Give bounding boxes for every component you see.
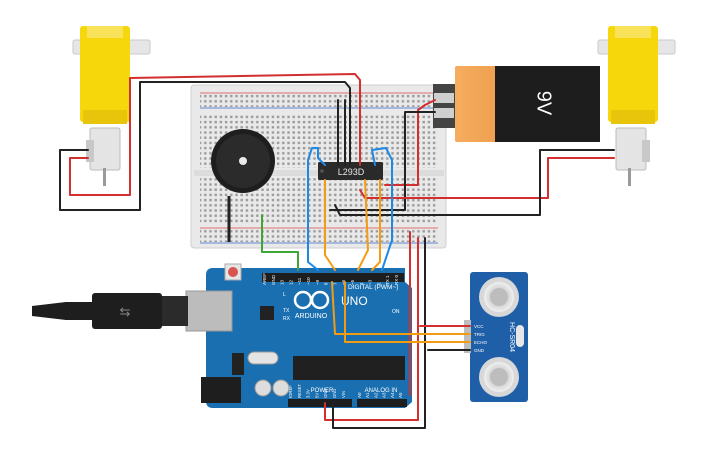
l293d-chip: L293D [318,162,383,180]
wire-left-motor-red [69,73,361,196]
analog-pin-label-4: A4 [390,392,395,398]
usb-symbol-icon: ⇆ [120,304,131,319]
wire-rail-red [324,237,419,421]
right-motor [597,26,676,186]
sensor-model: HC-SR04 [508,322,515,352]
digital-pin-label-0: AREF [262,273,267,285]
arduino-logo [293,290,330,310]
wire-left-motor-black [59,81,351,211]
analog-pin-label-3: A3 [382,392,387,398]
wires [59,73,615,429]
power-pin-label-3: 5V [314,393,319,398]
digital-pin-label-3: 12 [288,279,293,285]
digital-pin-label-9: ~6 [341,279,346,285]
led-on-label: ON [392,309,400,315]
wire-orange-c [371,179,381,271]
wire-orange-a [324,179,336,271]
arduino-model: UNO [341,294,368,308]
power-pin-label-0: IOREF [288,385,293,398]
wire-blue-right [371,147,393,271]
wire-sensor-trig [331,281,471,335]
battery-9v: 9V [433,66,600,142]
analog-header-label: ANALOG IN [365,388,398,394]
wire-battery-red [384,99,436,186]
sensor-pin-label-3: GND [474,348,485,353]
digital-pin-label-15: RX 0 [394,274,399,285]
sensor-pin-label-1: TRIG [474,332,485,337]
digital-pin-label-5: ~10 [306,277,311,285]
power-pin-label-1: RESET [297,384,302,398]
arduino-uno: ⇆ ARDUINO UNO DIGITAL (PWM~) POWER ANALO… [32,263,412,408]
digital-pin-label-2: 13 [280,279,285,285]
digital-pin-label-12: ~3 [368,279,373,285]
buzzer [211,129,275,242]
power-pin-label-4: GND [323,389,328,398]
power-header-label: POWER [311,388,334,394]
digital-pin-label-11: 4 [359,282,364,285]
ic-label: L293D [338,167,365,177]
sensor-pin-label-2: ECHO [474,340,488,345]
ultrasonic-sensor: HC-SR04 VCC TRIG ECHO GND [464,272,528,402]
digital-pin-label-14: TX 1 [385,275,390,285]
led-l-label: L [283,292,286,298]
analog-pin-label-5: A5 [398,392,403,398]
led-tx-label: TX [283,308,290,314]
power-pin-label-5: GND [332,389,337,398]
wire-sensor-echo [344,281,471,343]
analog-pin-label-1: A1 [365,392,370,398]
digital-pin-label-7: 8 [324,282,329,285]
power-pin-label-6: VIN [341,391,346,398]
left-motor [72,26,151,186]
led-rx-label: RX [283,316,291,322]
battery-label: 9V [533,91,555,116]
wire-battery-black [329,111,436,211]
sensor-pin-label-0: VCC [474,324,484,329]
digital-pin-label-10: ~5 [350,279,355,285]
wire-blue-left [307,147,326,271]
wire-orange-b [357,179,369,271]
analog-pin-label-0: A0 [357,392,362,398]
sensor-pin-labels: VCC TRIG ECHO GND [474,324,488,353]
digital-pin-label-13: 2 [376,282,381,285]
digital-header-label: DIGITAL (PWM~) [348,284,398,291]
arduino-brand: ARDUINO [295,313,328,320]
analog-pin-label-2: A2 [373,392,378,398]
wire-right-motor-red [359,157,615,199]
wire-right-motor-black [334,149,615,216]
digital-pin-label-6: ~9 [315,279,320,285]
power-pin-label-2: 3.3V [306,389,311,398]
wire-green-buzzer [261,214,299,271]
digital-pin-label-8: 7 [332,282,337,285]
digital-pin-label-4: ~11 [297,277,302,285]
digital-pin-label-1: GND [271,274,276,285]
